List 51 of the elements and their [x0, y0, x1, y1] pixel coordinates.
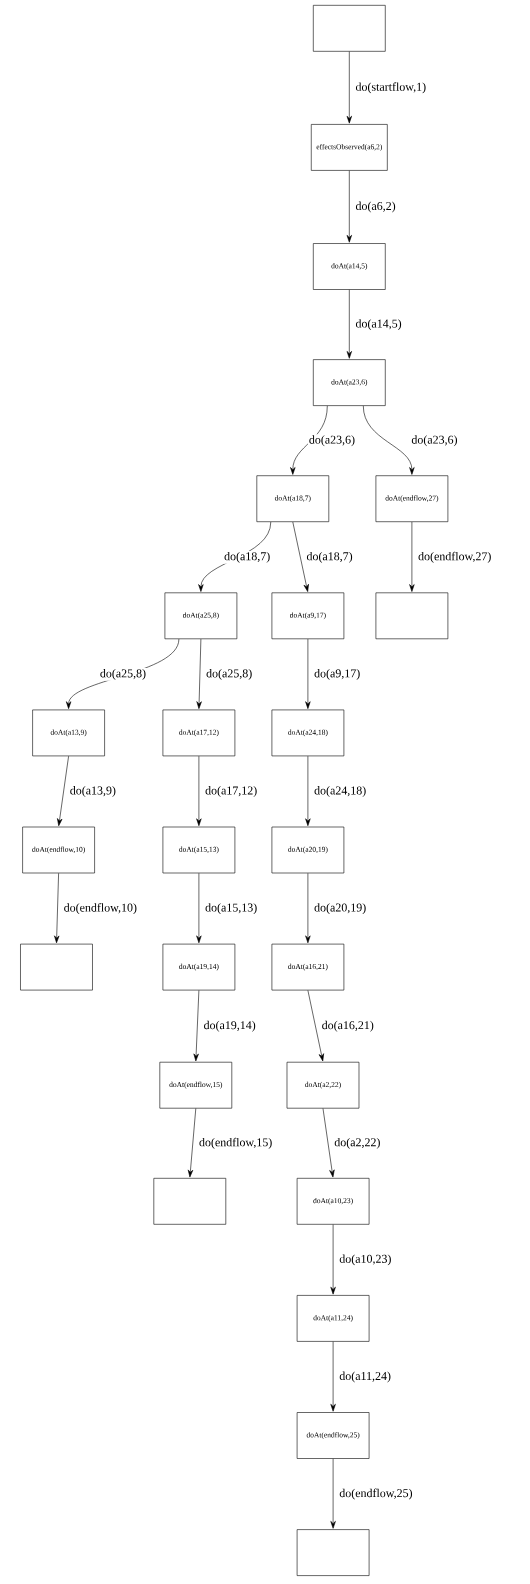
- arrow: [330, 1458, 336, 1529]
- edge-label: do(endflow,25): [338, 1487, 414, 1501]
- edge-label: do(endflow,15): [198, 1136, 274, 1150]
- arrow: [346, 170, 352, 243]
- edge-label: do(a18,7): [305, 550, 354, 564]
- edge-label: do(a13,9): [68, 785, 117, 798]
- arrow: [196, 873, 202, 944]
- edge-label: do(a18,7): [223, 550, 272, 564]
- edge-label: do(startflow,1): [354, 81, 428, 95]
- edge-label: do(a25,8): [98, 668, 148, 681]
- edge-label: do(a2,22): [333, 1136, 382, 1150]
- edge-label: do(a23,6): [307, 434, 357, 448]
- edge-label: do(a10,23): [338, 1253, 393, 1267]
- empty-box: [20, 943, 93, 991]
- edge-label: do(endflow,10): [62, 902, 138, 916]
- arrow: [330, 1341, 336, 1412]
- edge-label: do(a17,12): [204, 785, 259, 798]
- arrow: [409, 521, 415, 592]
- edge-label: do(a14,5): [354, 318, 403, 332]
- edge-label: do(a19,14): [202, 1019, 257, 1033]
- arrow: [346, 51, 352, 124]
- arrow: [363, 405, 415, 475]
- edge-label: do(a15,13): [204, 902, 259, 916]
- edge-label: do(a9,17): [313, 668, 362, 681]
- arrow: [305, 755, 311, 827]
- edge-label: do(a24,18): [313, 785, 368, 798]
- arrow: [196, 755, 202, 827]
- arrow: [307, 990, 324, 1062]
- arrow: [193, 990, 200, 1062]
- arrow: [187, 1108, 197, 1178]
- arrow: [196, 638, 202, 709]
- edge-label: do(endflow,27): [417, 550, 493, 564]
- arrow: [346, 289, 352, 359]
- arrow: [305, 638, 311, 709]
- edge-label: do(a16,21): [320, 1019, 375, 1033]
- empty-box: [296, 1529, 370, 1576]
- edge-label: do(a6,2): [354, 200, 397, 214]
- edge-label: do(a20,19): [313, 902, 368, 916]
- arrow: [57, 755, 69, 827]
- edge-label: do(a11,24): [338, 1370, 392, 1384]
- arrow: [290, 405, 328, 475]
- arrow: [292, 521, 309, 592]
- arrow: [305, 873, 311, 944]
- edge-label: do(a23,6): [410, 434, 459, 448]
- edge-label: do(a25,8): [205, 668, 254, 681]
- arrow: [54, 873, 60, 944]
- arrow: [322, 1108, 335, 1178]
- empty-box: [153, 1178, 227, 1225]
- empty-box: [313, 5, 386, 52]
- arrow: [330, 1224, 336, 1295]
- empty-box: [375, 592, 449, 640]
